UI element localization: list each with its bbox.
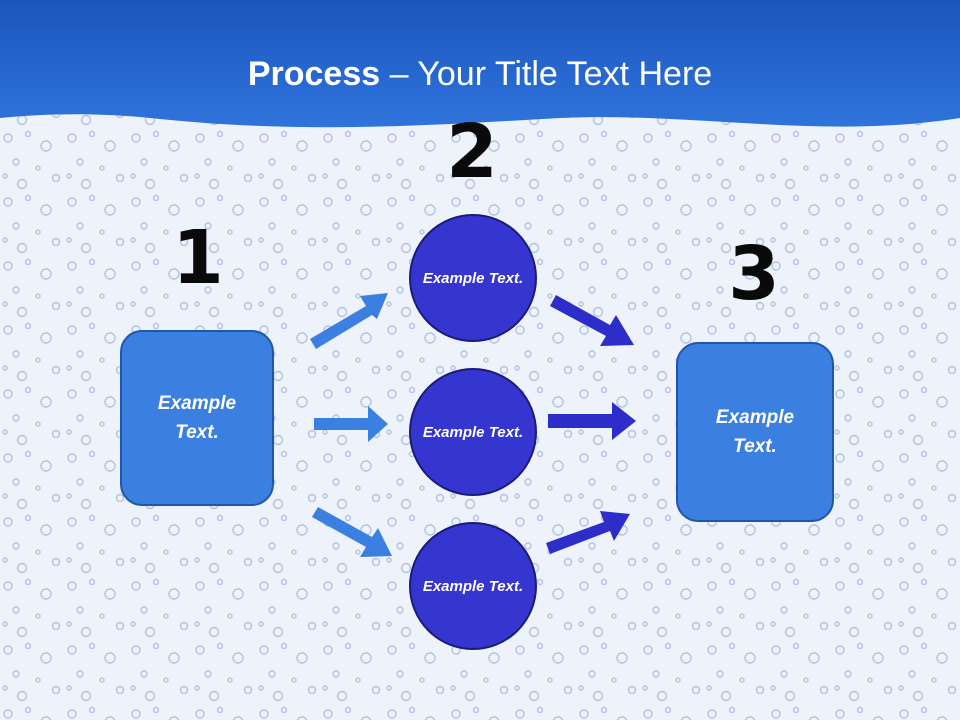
step-2-bottom-label: Example Text. [422, 577, 524, 595]
arrow-1-to-2-middle [314, 406, 388, 442]
title-bold: Process [247, 55, 381, 93]
step-2-top-label: Example Text. [422, 269, 524, 287]
step-2-circle-top: Example Text. [409, 214, 537, 342]
step-2-circle-bottom: Example Text. [409, 522, 537, 650]
step-number-3: 3 [728, 231, 780, 317]
title-rest: – Your Title Text Here [380, 55, 713, 93]
step-3-box: Example Text. [676, 342, 834, 522]
arrow-1-to-2-top [310, 293, 388, 349]
step-1-box: Example Text. [120, 330, 274, 506]
arrow-2-bottom-to-3 [546, 511, 630, 554]
arrow-2-middle-to-3 [548, 402, 636, 440]
arrow-2-top-to-3 [550, 295, 634, 346]
step-number-1: 1 [172, 215, 224, 301]
step-2-middle-label: Example Text. [422, 423, 524, 441]
arrow-1-to-2-bottom [312, 507, 392, 557]
slide-title: Process – Your Title Text Here [0, 52, 960, 96]
step-3-label: Example Text. [715, 407, 795, 457]
step-number-2: 2 [446, 109, 498, 195]
step-1-label: Example Text. [157, 393, 237, 443]
step-2-circle-middle: Example Text. [409, 368, 537, 496]
